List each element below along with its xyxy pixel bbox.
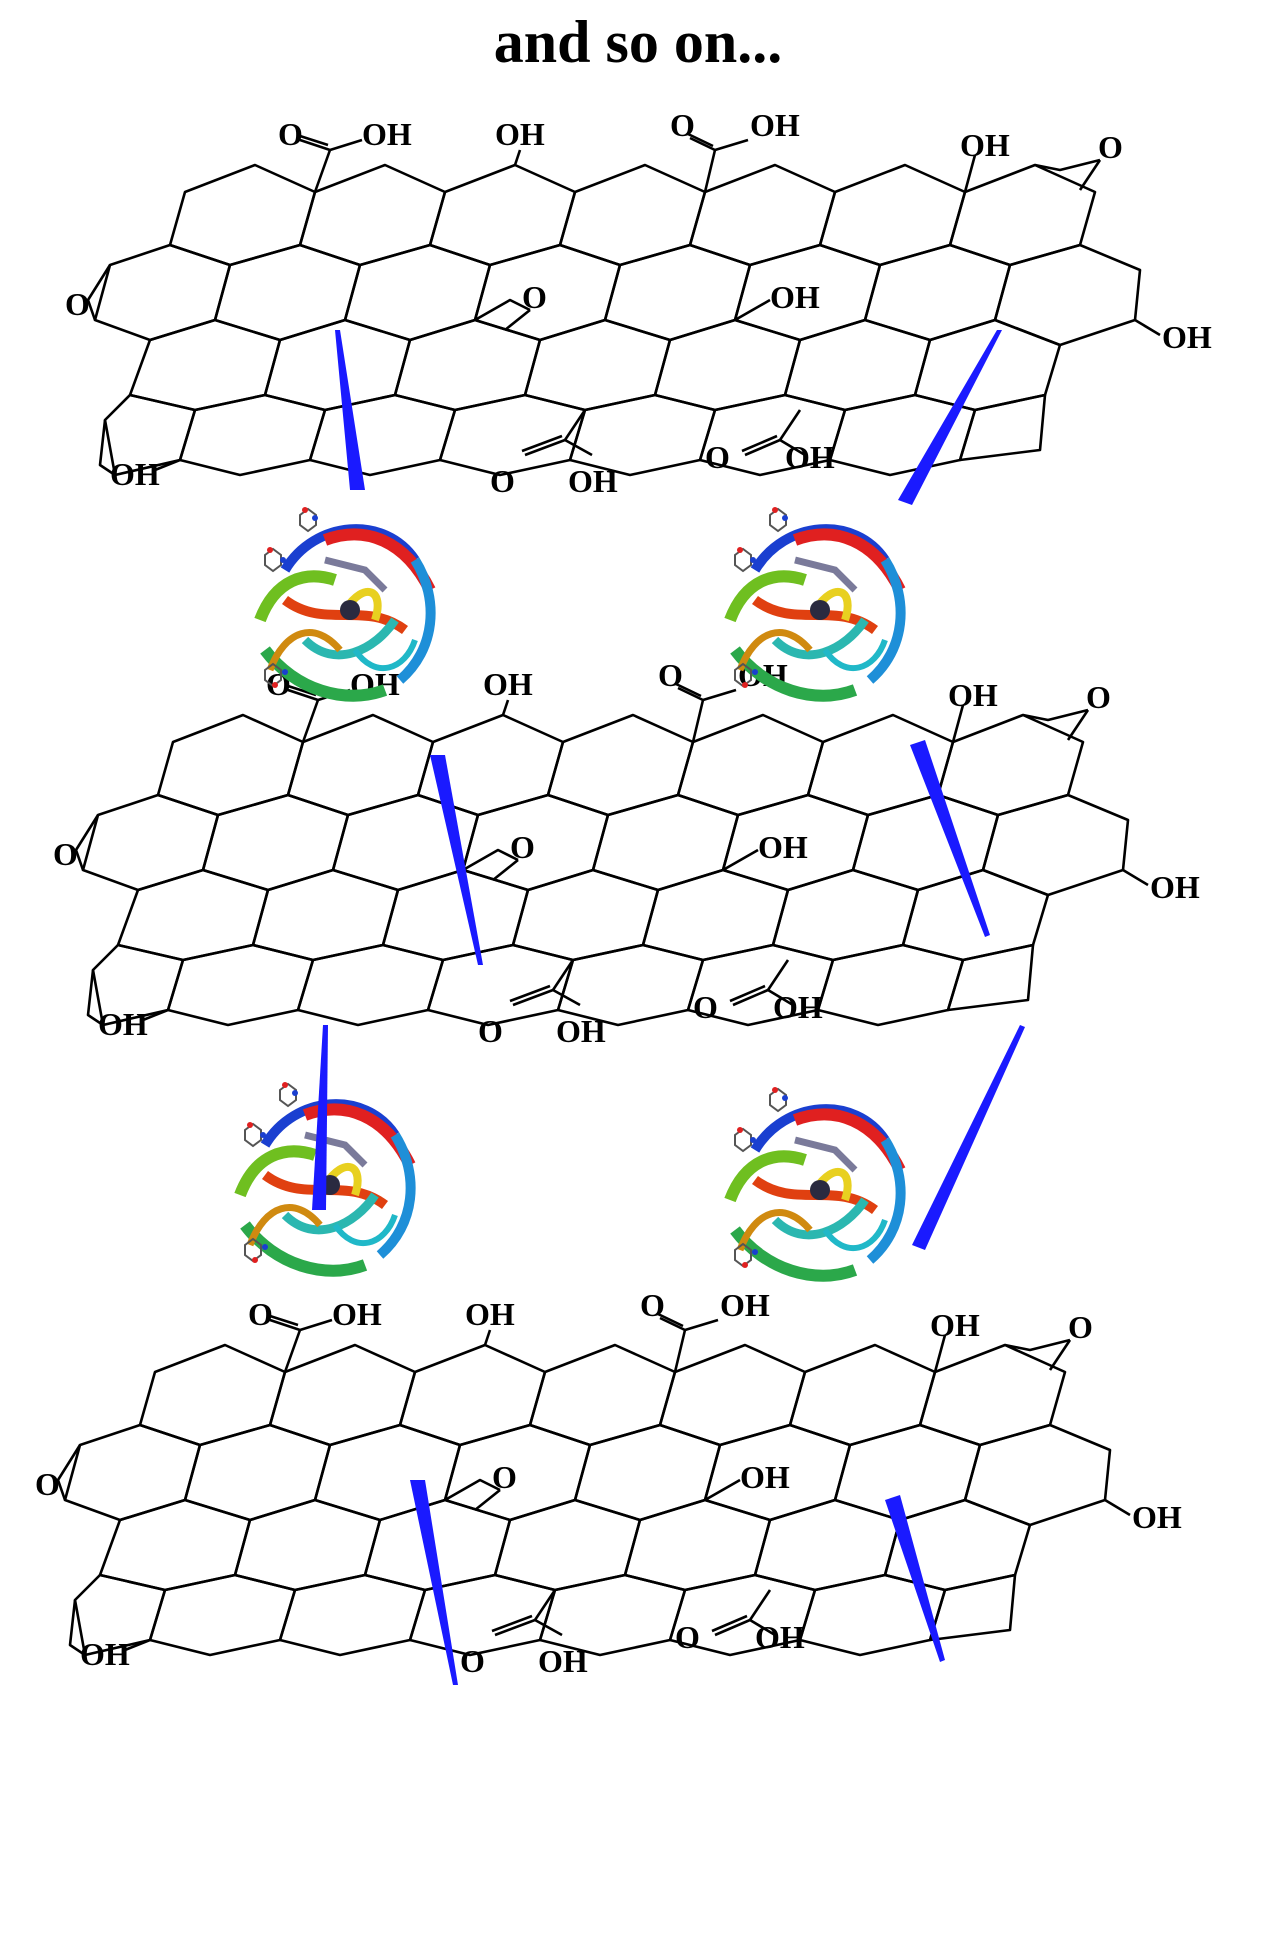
crosslinker-wedge [898, 330, 1002, 505]
crosslinker-wedge [885, 1495, 945, 1662]
graphene-oxide-sheet-bottom [33, 1285, 1184, 1681]
crosslinker-wedge [910, 740, 990, 937]
crosslinker-wedge [912, 1025, 1025, 1250]
enzyme-ribbon-icon [715, 1087, 915, 1290]
enzyme-ribbon-icon [245, 507, 445, 710]
crosslinker-wedge [430, 755, 483, 965]
crosslinker-wedge [410, 1480, 458, 1685]
crosslinker-group [312, 330, 1025, 1685]
crosslinker-wedge [312, 1025, 328, 1210]
enzyme-ribbon-icon [715, 507, 915, 710]
page-title: and so on... [493, 9, 783, 75]
graphene-oxide-sheet-middle [51, 655, 1202, 1051]
crosslinker-wedge [335, 330, 365, 490]
graphene-oxide-sheet-top [63, 105, 1214, 501]
